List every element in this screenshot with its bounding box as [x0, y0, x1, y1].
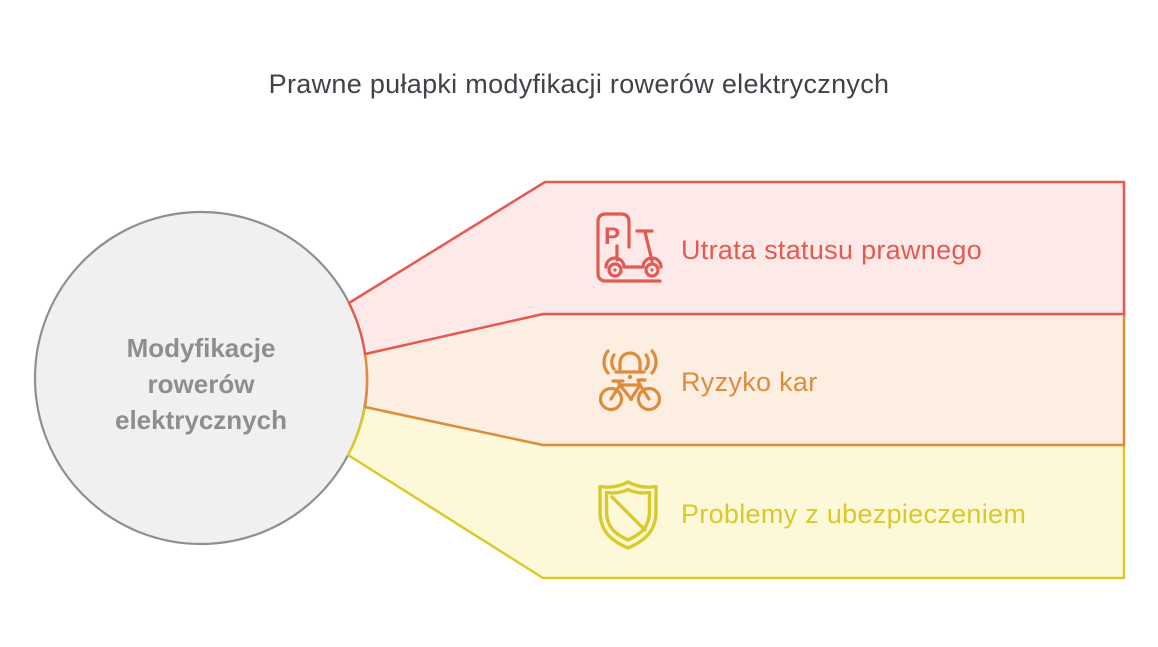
parking-letter: P — [604, 223, 620, 250]
center-circle-label: Modyfikacje rowerów elektrycznych — [115, 333, 287, 435]
center-label-line-2: rowerów — [148, 369, 256, 399]
branch-label-legal-status: Utrata statusu prawnego — [681, 235, 982, 265]
scooter-parking-icon: P — [596, 212, 663, 283]
branch-shape-legal-status — [347, 180, 1126, 356]
branch-label-insurance: Problemy z ubezpieczeniem — [681, 499, 1026, 529]
bicycle-bell-icon — [598, 349, 662, 412]
shield-slash-icon — [598, 480, 658, 550]
center-label-line-3: elektrycznych — [115, 405, 287, 435]
diagram-title: Prawne pułapki modyfikacji rowerów elekt… — [269, 69, 890, 99]
branch-label-penalties: Ryzyko kar — [681, 367, 818, 397]
center-label-line-1: Modyfikacje — [127, 333, 276, 363]
